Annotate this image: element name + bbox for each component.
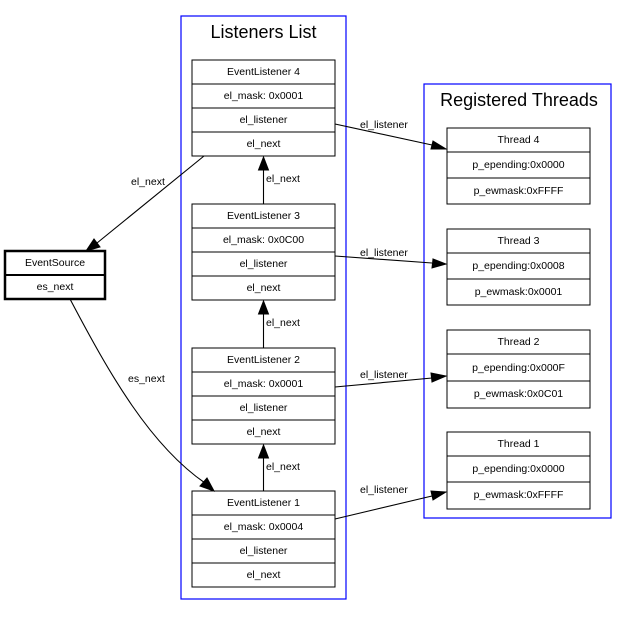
listener-title: EventListener 2	[227, 354, 300, 366]
thread-pending: p_epending:0x0008	[472, 260, 564, 272]
event-source-node: EventSource es_next	[3, 249, 107, 301]
event-listener-2-node: EventListener 2 el_mask: 0x0001 el_liste…	[191, 347, 336, 445]
event-listener-4-node: EventListener 4 el_mask: 0x0001 el_liste…	[191, 59, 336, 157]
event-listener-3-node: EventListener 3 el_mask: 0x0C00 el_liste…	[191, 203, 336, 301]
listener-field: el_listener	[240, 114, 288, 126]
edge-label: el_next	[266, 461, 300, 473]
edge-listener2-to-thread2: el_listener	[334, 369, 448, 388]
thread-pending: p_epending:0x0000	[472, 159, 564, 171]
thread-title: Thread 4	[497, 134, 539, 146]
listener-mask: el_mask: 0x0C00	[223, 234, 304, 246]
thread-pending: p_epending:0x000F	[472, 362, 565, 374]
thread-ewmask: p_ewmask:0x0C01	[474, 388, 563, 400]
edge-listener1-to-thread1: el_listener	[334, 484, 448, 520]
listener-next: el_next	[247, 138, 281, 150]
listener-mask: el_mask: 0x0001	[224, 378, 304, 390]
thread-3-node: Thread 3 p_epending:0x0008 p_ewmask:0x00…	[446, 228, 591, 306]
listeners-cluster-title: Listeners List	[210, 22, 316, 42]
listener-title: EventListener 4	[227, 66, 300, 78]
edge-listener4-to-eventsource: el_next	[84, 155, 205, 252]
edge-label: el_next	[266, 173, 300, 185]
edge-label: el_next	[266, 317, 300, 329]
thread-title: Thread 3	[497, 235, 539, 247]
event-source-title: EventSource	[25, 257, 85, 269]
listener-next: el_next	[247, 426, 281, 438]
thread-ewmask: p_ewmask:0xFFFF	[474, 185, 564, 197]
thread-pending: p_epending:0x0000	[472, 463, 564, 475]
thread-4-node: Thread 4 p_epending:0x0000 p_ewmask:0xFF…	[446, 127, 591, 205]
threads-cluster	[423, 83, 612, 519]
edge-listener4-to-listener3: el_next	[257, 155, 300, 204]
thread-ewmask: p_ewmask:0xFFFF	[474, 489, 564, 501]
edge-label: es_next	[128, 373, 165, 385]
edge-label: el_listener	[360, 369, 408, 381]
listener-title: EventListener 1	[227, 497, 300, 509]
threads-cluster-title: Registered Threads	[440, 90, 598, 110]
edge-label: el_next	[131, 176, 165, 188]
listener-title: EventListener 3	[227, 210, 300, 222]
thread-ewmask: p_ewmask:0x0001	[475, 286, 563, 298]
listeners-cluster	[180, 15, 347, 600]
edge-listener3-to-listener2: el_next	[257, 299, 300, 348]
listener-field: el_listener	[240, 258, 288, 270]
edge-listener3-to-thread3: el_listener	[334, 247, 448, 269]
listener-field: el_listener	[240, 545, 288, 557]
edge-eventsource-to-listener1: es_next	[69, 298, 216, 492]
listener-next: el_next	[247, 569, 281, 581]
edge-label: el_listener	[360, 247, 408, 259]
thread-title: Thread 2	[497, 336, 539, 348]
event-listener-1-node: EventListener 1 el_mask: 0x0004 el_liste…	[191, 490, 336, 588]
event-source-field: es_next	[37, 281, 74, 293]
listener-field: el_listener	[240, 402, 288, 414]
edge-listener2-to-listener1: el_next	[257, 443, 300, 491]
thread-1-node: Thread 1 p_epending:0x0000 p_ewmask:0xFF…	[446, 431, 591, 510]
listener-next: el_next	[247, 282, 281, 294]
thread-title: Thread 1	[497, 438, 539, 450]
edge-listener4-to-thread4: el_listener	[334, 119, 448, 150]
edge-label: el_listener	[360, 484, 408, 496]
listener-mask: el_mask: 0x0001	[224, 90, 304, 102]
listener-mask: el_mask: 0x0004	[224, 521, 304, 533]
edge-label: el_listener	[360, 119, 408, 131]
thread-2-node: Thread 2 p_epending:0x000F p_ewmask:0x0C…	[446, 329, 591, 409]
